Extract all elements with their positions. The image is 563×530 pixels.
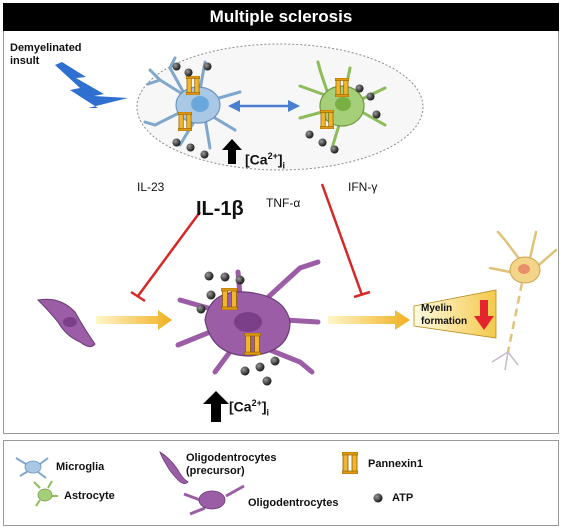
legend-opc-label: Oligodentrocytes (precursor) <box>186 452 276 478</box>
up-arrow-large-icon <box>203 391 229 422</box>
demyelinated-line-2: insult <box>10 55 40 67</box>
myelin-line-2: formation <box>421 316 468 327</box>
calcium-label-small: [Ca2+]i <box>245 151 286 171</box>
microglia-cell <box>143 56 242 159</box>
legend-opc-line-2: (precursor) <box>186 465 245 477</box>
legend-microglia-icon <box>15 457 49 479</box>
astrocyte-cell <box>298 60 387 154</box>
lightning-bolt-icon <box>55 62 128 108</box>
legend-opc-line-1: Oligodentrocytes <box>186 452 277 464</box>
neuron-cell <box>488 230 558 371</box>
oligodendrocyte-cell <box>175 259 321 386</box>
il23-label: IL-23 <box>137 180 165 194</box>
legend-atp-icon <box>373 493 383 503</box>
decrease-arrow-icon <box>474 300 494 330</box>
bidirectional-arrow <box>228 100 300 112</box>
inhibition-line-il1b <box>130 211 202 303</box>
legend-atp-label: ATP <box>392 492 414 504</box>
legend-astrocyte-label: Astrocyte <box>64 490 115 502</box>
up-arrow-icon <box>222 139 242 164</box>
legend-pannexin-icon <box>342 452 358 474</box>
myelin-formation-box <box>413 289 497 339</box>
legend-oligodendrocyte-icon <box>183 484 245 516</box>
inhibition-line-cytokines <box>320 183 371 299</box>
calcium-label-large: [Ca2+]i <box>229 398 270 418</box>
diagram-title: Multiple sclerosis <box>3 3 559 31</box>
legend-microglia-label: Microglia <box>56 461 105 473</box>
tnf-alpha-label: TNF-α <box>266 196 301 210</box>
opc-precursor-cell <box>36 298 96 348</box>
legend-oligo-label: Oligodentrocytes <box>248 497 339 509</box>
legend-panel <box>3 440 559 526</box>
il1b-label: IL-1β <box>196 198 244 220</box>
differentiation-arrow-2 <box>328 310 410 330</box>
differentiation-arrow-1 <box>96 310 172 330</box>
demyelinated-label: Demyelinated insult <box>10 42 82 68</box>
myelin-formation-label: Myelin formation <box>421 302 467 328</box>
legend-opc-icon <box>159 451 189 484</box>
legend-pannexin-label: Pannexin1 <box>368 458 424 470</box>
demyelinated-line-1: Demyelinated <box>10 42 82 54</box>
legend-astrocyte-icon <box>33 480 58 507</box>
ifn-gamma-label: IFN-γ <box>348 180 378 194</box>
myelin-line-1: Myelin <box>421 303 453 314</box>
